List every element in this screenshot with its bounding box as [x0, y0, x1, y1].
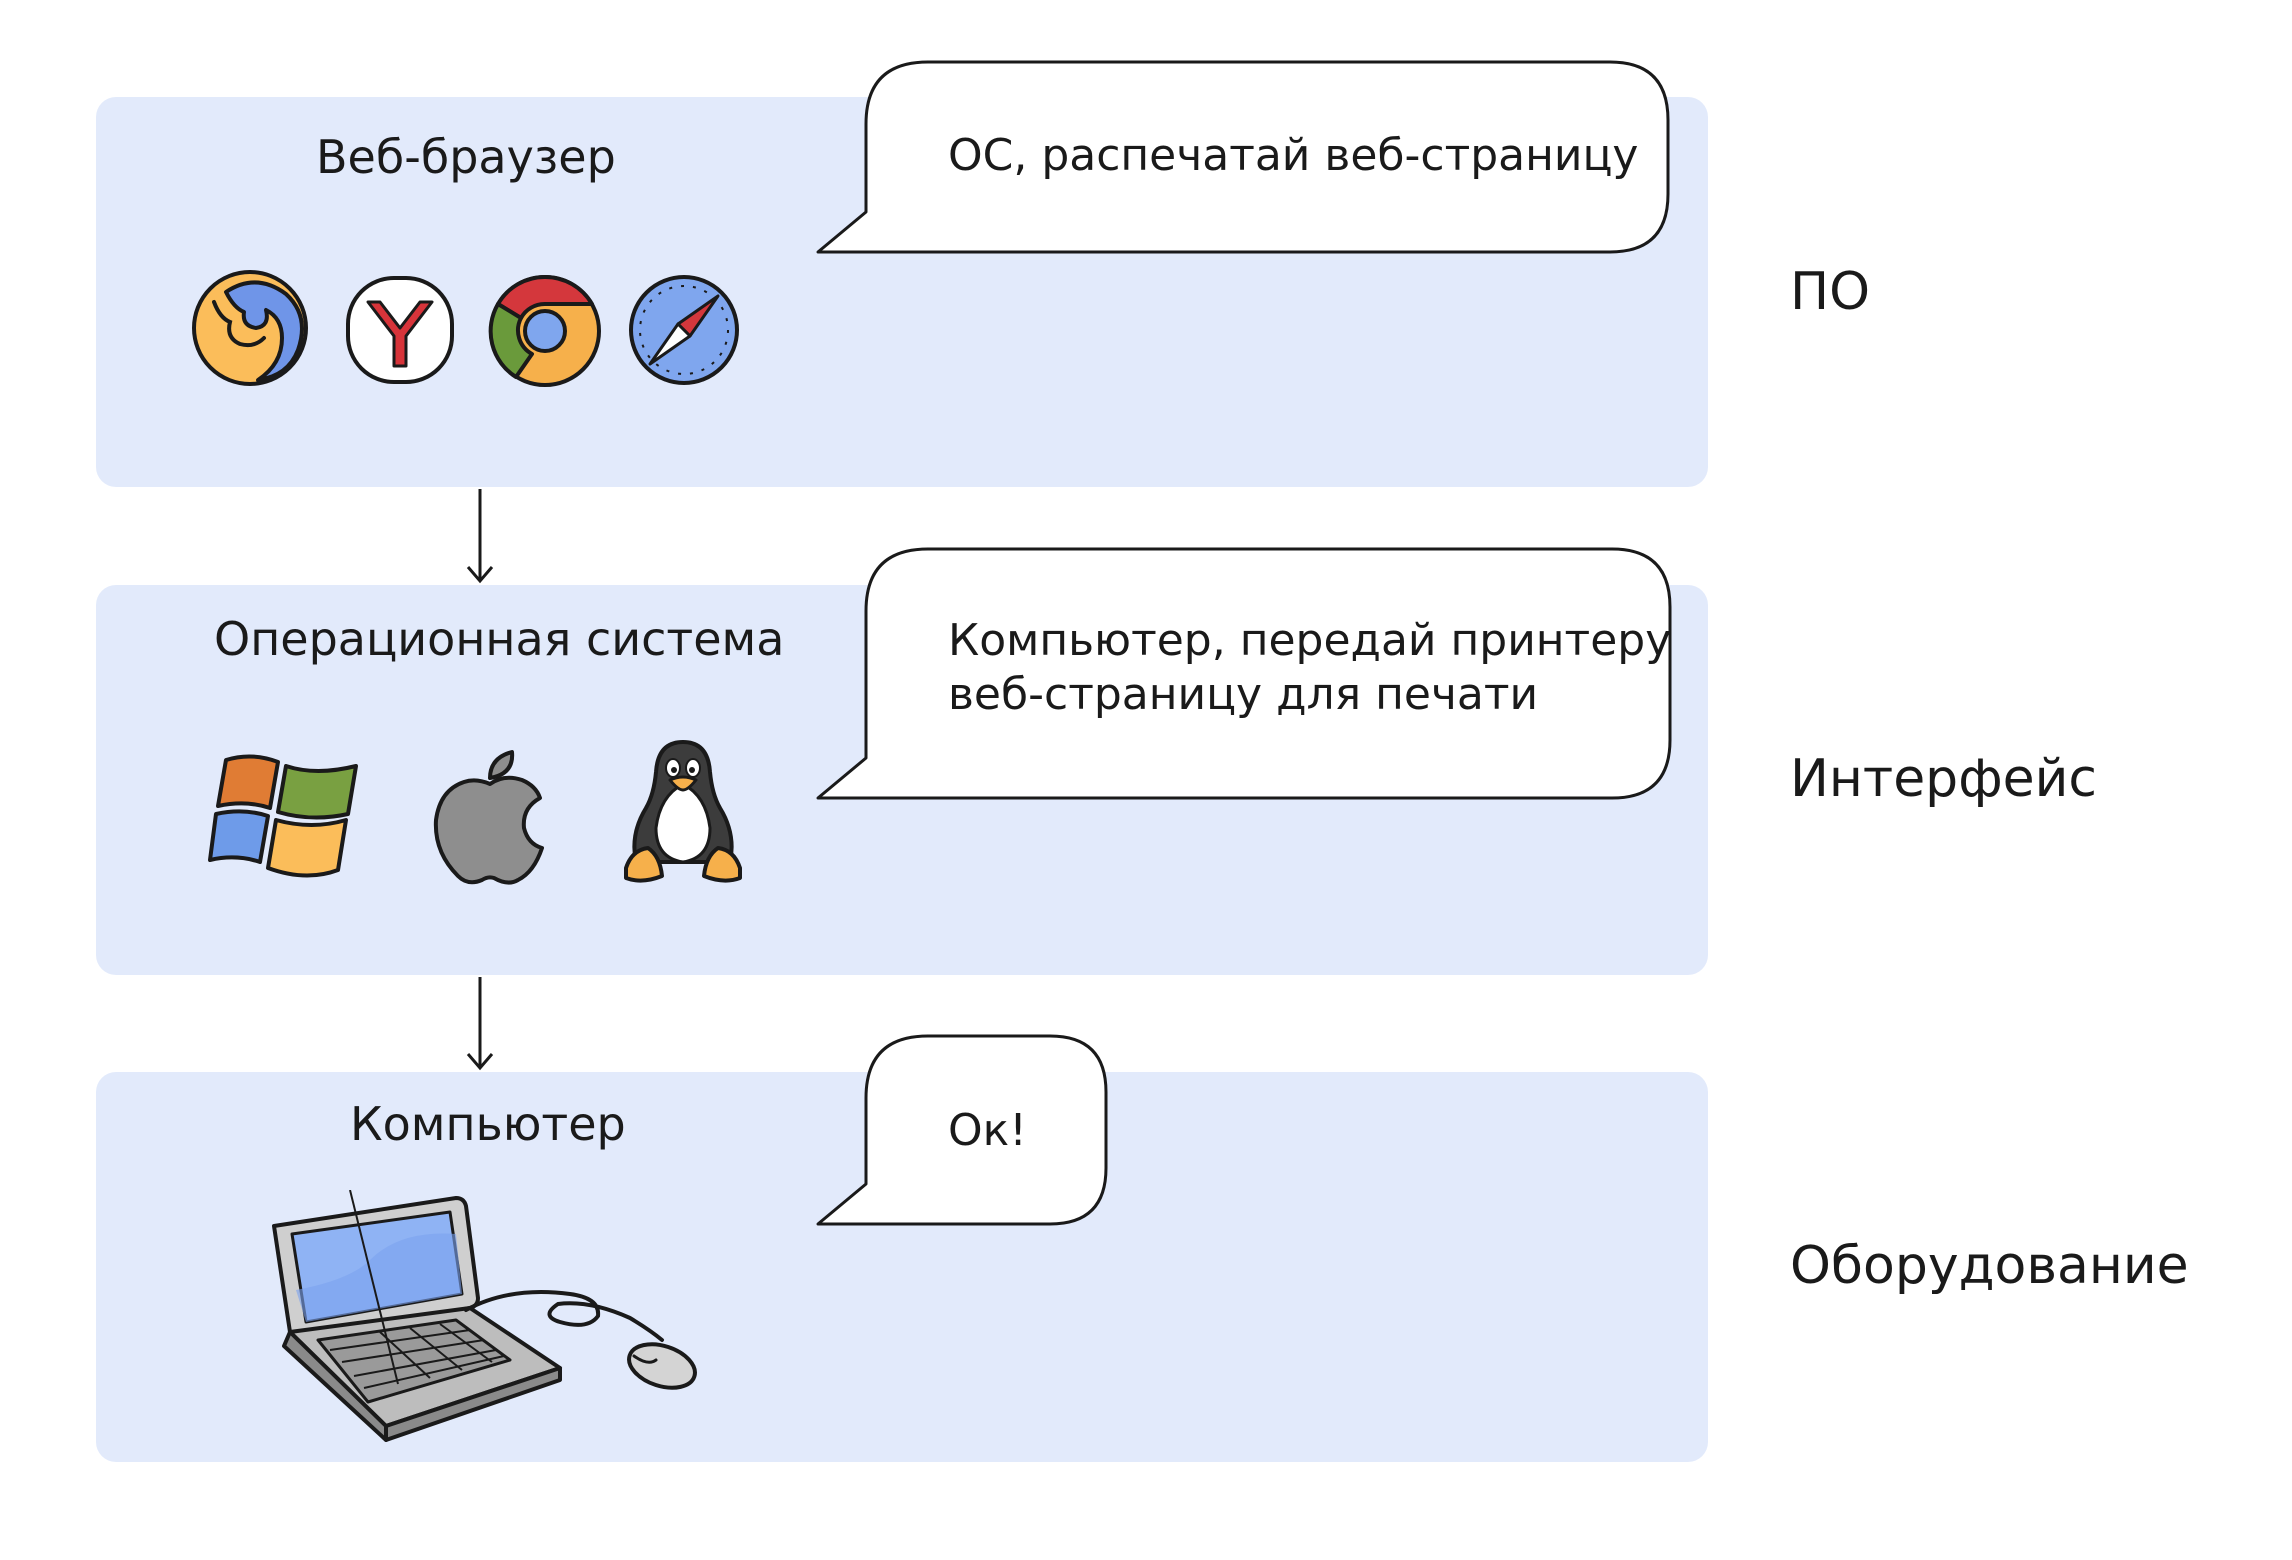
windows-icon	[208, 754, 358, 878]
os-message-line-2: веб-страницу для печати	[948, 669, 1539, 720]
interface-layer-label: Интерфейс	[1790, 749, 2098, 809]
os-panel-title: Операционная система	[214, 612, 785, 666]
os-message-line-1: Компьютер, передай принтеру	[948, 615, 1672, 666]
firefox-icon	[192, 270, 308, 386]
yandex-browser-icon	[346, 276, 454, 384]
mouse-icon	[627, 1342, 697, 1390]
apple-icon	[433, 750, 544, 885]
safari-icon	[629, 275, 739, 385]
arrow-software-to-os	[466, 489, 494, 584]
hardware-layer-label: Оборудование	[1790, 1236, 2189, 1296]
laptop-icon	[272, 1190, 664, 1442]
hardware-panel-title: Компьютер	[350, 1097, 626, 1151]
software-layer-label: ПО	[1790, 262, 1871, 322]
hardware-message: Ок!	[948, 1105, 1027, 1156]
software-message: ОС, распечатай веб-страницу	[948, 130, 1639, 181]
chrome-icon	[488, 274, 601, 387]
software-panel-title: Веб-браузер	[316, 130, 616, 184]
arrow-os-to-hardware	[466, 977, 494, 1071]
linux-tux-icon	[624, 740, 742, 883]
